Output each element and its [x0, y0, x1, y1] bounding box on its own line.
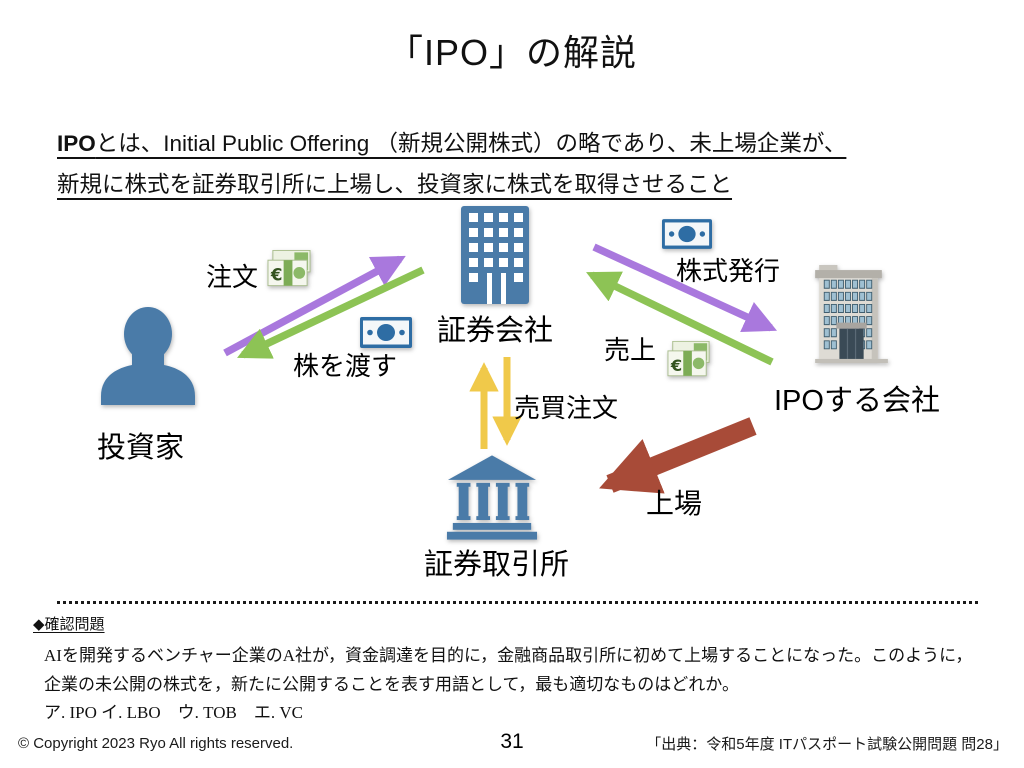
dotted-divider [57, 601, 978, 604]
stock-issuance-label: 株式発行 [676, 256, 781, 286]
definition-line2: 新規に株式を証券取引所に上場し、投資家に株式を取得させること [57, 171, 733, 197]
definition-line1: とは、Initial Public Offering （新規公開株式）の略であり… [95, 130, 847, 156]
quiz-line-1: AIを開発するベンチャー企業のA社が，資金調達を目的に，金融商品取引所に初めて上… [44, 646, 973, 665]
stock-issuance-arrow [592, 243, 778, 333]
quiz-section: ◆確認問題 AIを開発するベンチャー企業のA社が，資金調達を目的に，金融商品取引… [33, 613, 993, 728]
euro-banknotes-icon: € [667, 341, 711, 378]
bank-icon [445, 455, 539, 540]
svg-text:€: € [670, 356, 682, 375]
hand-over-stock-label: 株を渡す [293, 351, 398, 381]
securities-company-label: 証券会社 [437, 315, 554, 347]
hand-over-stock-arrow [237, 266, 425, 359]
euro-banknotes-icon: € [267, 250, 312, 288]
stock-exchange-label: 証券取引所 [424, 549, 570, 581]
quiz-options: ア. IPO イ. LBO ウ. TOB エ. VC [44, 703, 303, 722]
definition-text: IPOとは、Initial Public Offering （新規公開株式）の略… [57, 123, 977, 205]
ipo-company-label: IPOする会社 [774, 385, 940, 417]
blue-banknote-icon [360, 317, 412, 348]
definition-term: IPO [57, 130, 96, 156]
person-silhouette-icon [96, 306, 200, 410]
blue-banknote-icon [662, 219, 712, 249]
trade-order-label: 売買注文 [514, 393, 619, 423]
listing-arrow [599, 417, 757, 494]
sales-arrow [586, 271, 774, 366]
page-title: 「IPO」の解説 [386, 32, 638, 73]
investor-label: 投資家 [97, 432, 185, 464]
svg-text:€: € [270, 266, 283, 285]
order-label: 注文 [206, 262, 259, 292]
listing-label: 上場 [646, 488, 703, 519]
sales-label: 売上 [604, 335, 657, 365]
page-number: 31 [500, 730, 524, 753]
source-text: 「出典：令和5年度 ITパスポート試験公開問題 問28」 [646, 736, 1008, 753]
office-tower-icon [461, 206, 529, 304]
quiz-line-2: 企業の未公開の株式を，新たに公開することを表す用語として，最も適切なものはどれか… [44, 674, 739, 694]
company-building-emoji-icon [801, 264, 898, 363]
copyright-text: © Copyright 2023 Ryo All rights reserved… [18, 735, 294, 752]
quiz-heading: ◆確認問題 [33, 616, 105, 633]
